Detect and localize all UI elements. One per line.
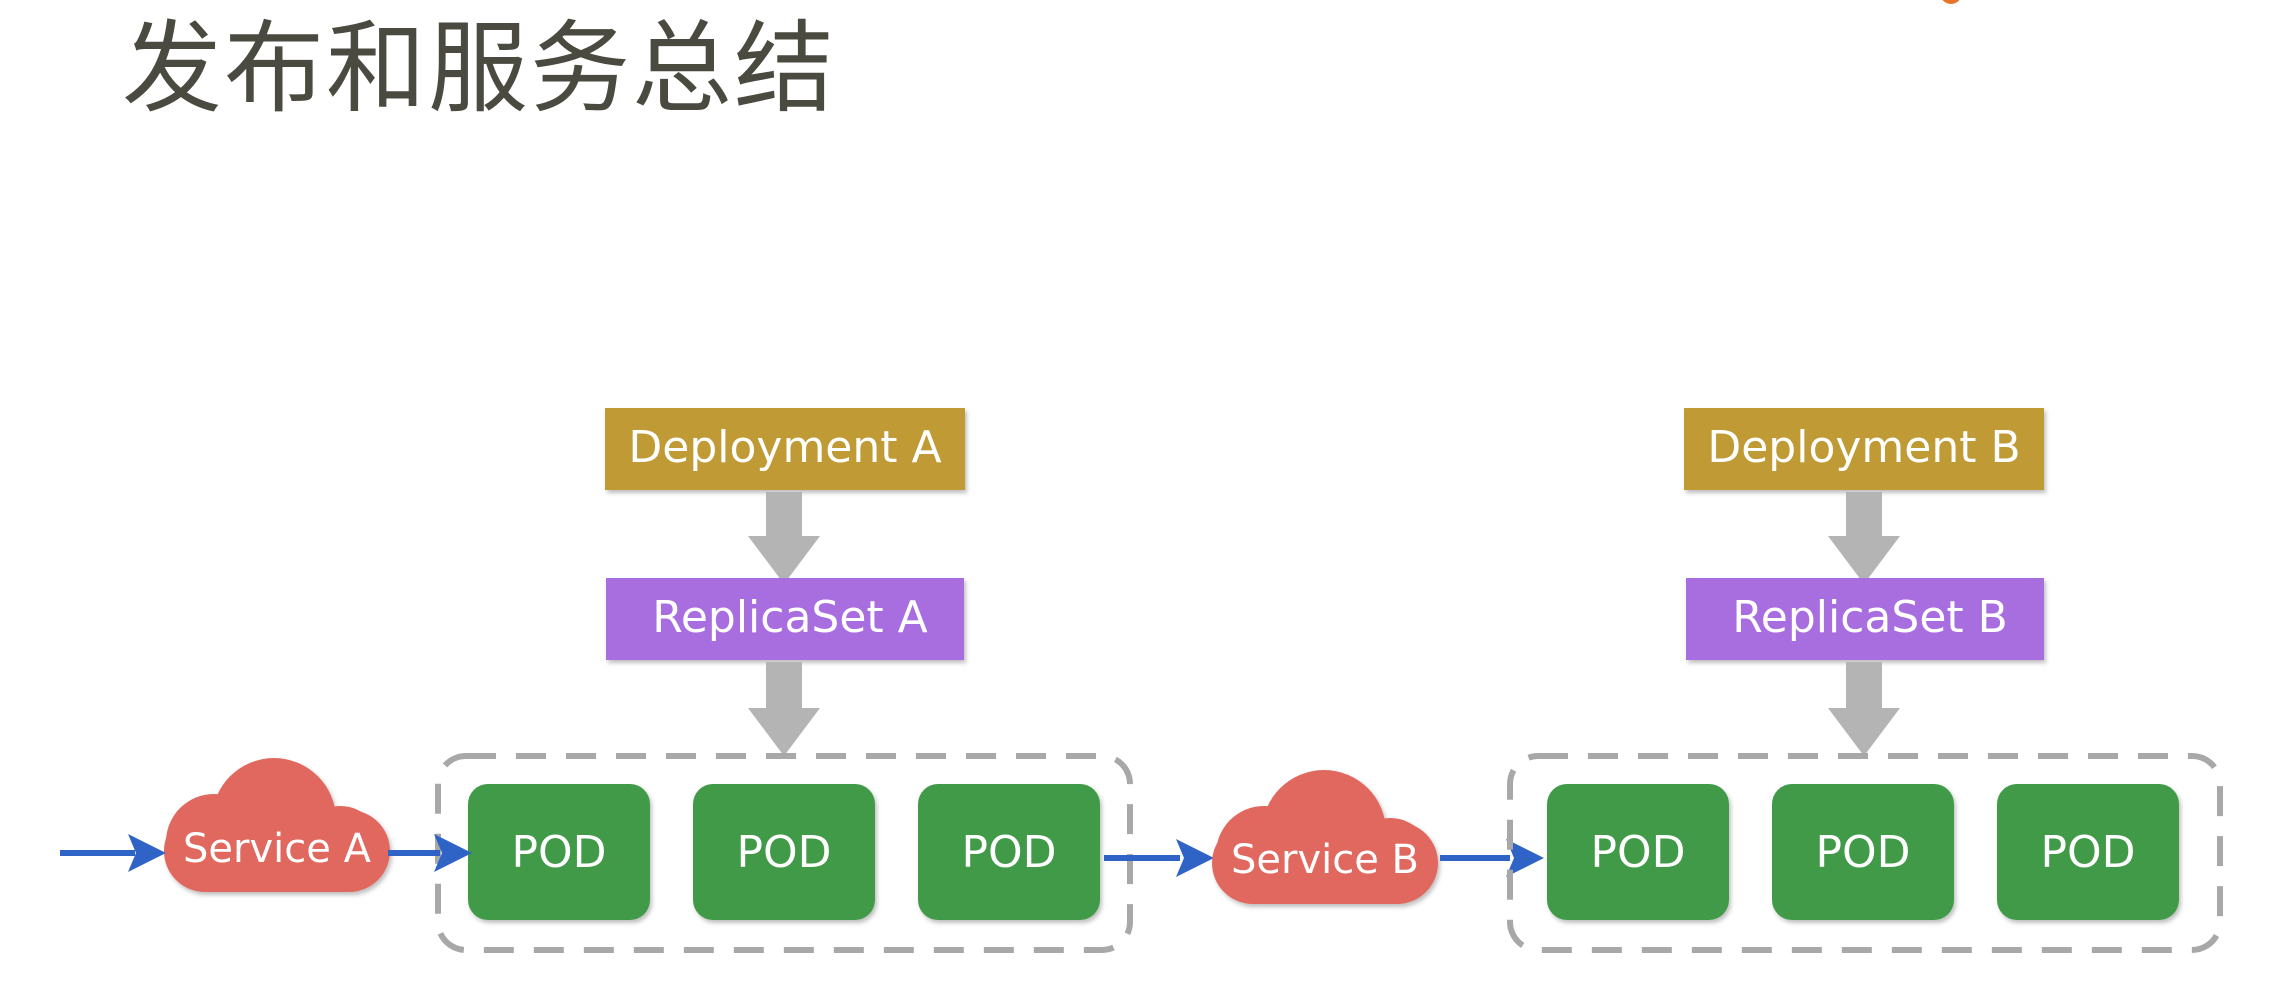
service-b-to-pods-arrow xyxy=(1440,839,1544,877)
replicaset-a-label: ReplicaSet A xyxy=(652,592,928,643)
replicaset-a-box xyxy=(606,578,964,660)
service-a-cloud xyxy=(164,758,390,892)
pod-a-2-label: POD xyxy=(736,827,831,878)
service-a-label: Service A xyxy=(183,826,372,872)
pod-a-3-label: POD xyxy=(961,827,1056,878)
incoming-arrow-service-a xyxy=(60,834,166,872)
service-a-to-pods-arrow xyxy=(388,834,472,872)
deployment-a-to-replicaset-arrow xyxy=(748,492,820,584)
pod-b-3 xyxy=(1997,784,2179,920)
deployment-b-box xyxy=(1684,408,2044,490)
slide-title: 发布和服务总结 xyxy=(122,10,836,127)
deployment-b-group: Deployment B ReplicaSet B POD POD POD xyxy=(1507,408,2223,953)
replicaset-b-to-pods-arrow xyxy=(1828,662,1900,756)
replicaset-b-box xyxy=(1686,578,2044,660)
pod-b-1 xyxy=(1547,784,1729,920)
deployment-a-label: Deployment A xyxy=(628,422,941,473)
pod-b-3-label: POD xyxy=(2040,827,2135,878)
pod-b-2-label: POD xyxy=(1815,827,1910,878)
service-b-label: Service B xyxy=(1231,837,1419,883)
deployment-b-label: Deployment B xyxy=(1707,422,2020,473)
deployment-b-to-replicaset-arrow xyxy=(1828,492,1900,584)
pod-b-2 xyxy=(1772,784,1954,920)
pod-b-1-label: POD xyxy=(1590,827,1685,878)
pod-group-b xyxy=(1507,753,2223,953)
replicaset-a-to-pods-arrow xyxy=(748,662,820,756)
pod-a-2 xyxy=(693,784,875,920)
pod-a-3 xyxy=(918,784,1100,920)
pod-a-1-label: POD xyxy=(511,827,606,878)
pods-a-to-service-b-arrow xyxy=(1104,839,1214,877)
accent-dot xyxy=(1940,0,1962,4)
deployment-a-box xyxy=(605,408,965,490)
replicaset-b-label: ReplicaSet B xyxy=(1732,592,2008,643)
service-b-cloud xyxy=(1212,770,1438,904)
pod-a-1 xyxy=(468,784,650,920)
deployment-a-group: Deployment A ReplicaSet A POD POD POD xyxy=(435,408,1133,953)
